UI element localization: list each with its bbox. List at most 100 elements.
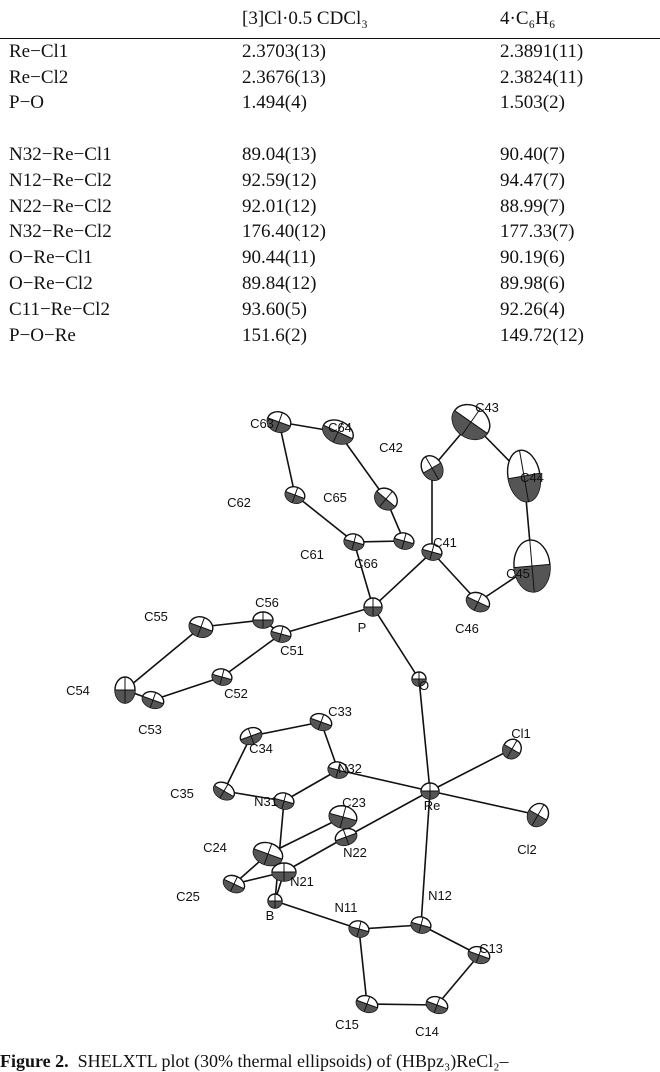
bond-line	[274, 900, 360, 930]
table-cell: Re−Cl1	[9, 40, 69, 62]
atom-ellipsoid	[188, 616, 214, 638]
atom-label: N31	[254, 794, 278, 809]
atom-ellipsoid	[266, 411, 292, 433]
atom-ellipsoid	[114, 676, 136, 704]
atom-label: C25	[176, 889, 200, 904]
atom-ellipsoid	[506, 449, 542, 503]
table-cell: 88.99(7)	[500, 195, 565, 217]
atom-ellipsoid	[284, 486, 306, 504]
table-cell	[0, 116, 242, 142]
table-row: N32−Re−Cl2 176.40(12) 177.33(7)	[0, 220, 660, 246]
bond-line	[124, 626, 202, 691]
table-cell: C11−Re−Cl2	[9, 298, 110, 320]
atom-ellipsoid	[211, 668, 233, 686]
atom-label: C56	[255, 595, 279, 610]
atom-ellipsoid	[465, 591, 491, 613]
atom-label: C44	[520, 470, 544, 485]
atom-ellipsoid	[502, 738, 522, 760]
bond-line	[152, 676, 223, 701]
table-cell: 92.59(12)	[242, 169, 317, 191]
atom-ellipsoid	[252, 841, 284, 867]
bond-line	[337, 769, 431, 792]
atom-label: C62	[227, 495, 251, 510]
bond-line	[358, 928, 368, 1005]
atom-label: O	[419, 678, 429, 693]
table-cell: O−Re−Cl1	[9, 247, 93, 269]
atom-label: C15	[335, 1017, 359, 1032]
table-cell: N22−Re−Cl2	[9, 195, 112, 217]
table-header-row: [3]Cl·0.5 CDCl₃ 4·C₆H₆	[0, 0, 660, 39]
bond-line	[294, 494, 355, 543]
bond-line	[345, 790, 431, 838]
atom-label: N32	[338, 761, 362, 776]
caption-text: SHELXTL plot (30% thermal ellipsoids) of…	[77, 1051, 509, 1071]
atom-ellipsoid	[322, 419, 354, 445]
atom-ellipsoid	[267, 893, 283, 909]
atom-label: Re	[424, 798, 441, 813]
atom-label: Cl2	[517, 842, 537, 857]
atom-label: C64	[328, 420, 352, 435]
atom-label: C65	[323, 490, 347, 505]
table-cell: 1.503(2)	[500, 92, 565, 114]
table-cell: N32−Re−Cl2	[9, 221, 112, 243]
atom-ellipsoid	[411, 671, 427, 687]
atom-label: C41	[433, 535, 457, 550]
atom-label: C34	[249, 741, 273, 756]
bond-line	[283, 769, 339, 802]
atom-label: N12	[428, 888, 452, 903]
table-cell: N32−Re−Cl1	[9, 144, 112, 166]
atom-label: P	[358, 620, 367, 635]
table-cell: 177.33(7)	[500, 221, 575, 243]
atom-label: C52	[224, 686, 248, 701]
table-cell: 176.40(12)	[242, 221, 326, 243]
atom-label: C61	[300, 547, 324, 562]
atom-label: C42	[379, 440, 403, 455]
atom-ellipsoid	[425, 995, 449, 1015]
bond-line	[372, 551, 433, 608]
atom-ellipsoid	[467, 945, 491, 965]
bond-line	[283, 836, 347, 873]
atom-label: C45	[506, 566, 530, 581]
table-cell: N12−Re−Cl2	[9, 169, 112, 191]
atom-label: N21	[290, 874, 314, 889]
atom-ellipsoid	[222, 874, 246, 894]
atom-ellipsoid	[239, 726, 263, 746]
table-cell: 151.6(2)	[242, 324, 307, 346]
table-cell: O−Re−Cl2	[9, 273, 93, 295]
bond-line	[429, 748, 513, 792]
atom-ellipsoid	[328, 805, 358, 829]
table-header-cell: 4·C₆H₆	[500, 0, 660, 39]
atom-label: C63	[250, 416, 274, 431]
atom-label: C46	[455, 621, 479, 636]
atom-ellipsoid	[410, 916, 432, 934]
bond-line	[278, 421, 296, 496]
table-cell: 2.3676(13)	[242, 66, 326, 88]
bond-line	[429, 790, 539, 816]
atom-label: C43	[475, 400, 499, 415]
atom-ellipsoid	[363, 597, 383, 617]
table-cell: 90.44(11)	[242, 247, 316, 269]
atom-label: C54	[66, 683, 90, 698]
atom-label: C13	[479, 941, 503, 956]
atom-ellipsoid	[252, 611, 274, 629]
table-cell: Re−Cl2	[9, 66, 69, 88]
bond-line	[223, 735, 252, 792]
atom-ellipsoid	[348, 920, 370, 938]
atom-ellipsoid	[343, 533, 365, 551]
table-cell: 89.98(6)	[500, 273, 565, 295]
bond-line	[420, 790, 431, 926]
table-header-cell	[0, 0, 242, 39]
bond-line	[250, 721, 322, 737]
atom-label: C14	[415, 1024, 439, 1039]
table-cell: 93.60(5)	[242, 298, 307, 320]
atom-ellipsoid	[526, 802, 550, 828]
atom-ellipsoid	[212, 781, 236, 801]
table-header-cell: [3]Cl·0.5 CDCl₃	[242, 0, 500, 39]
atom-label: B	[266, 908, 275, 923]
atom-label: C53	[138, 722, 162, 737]
